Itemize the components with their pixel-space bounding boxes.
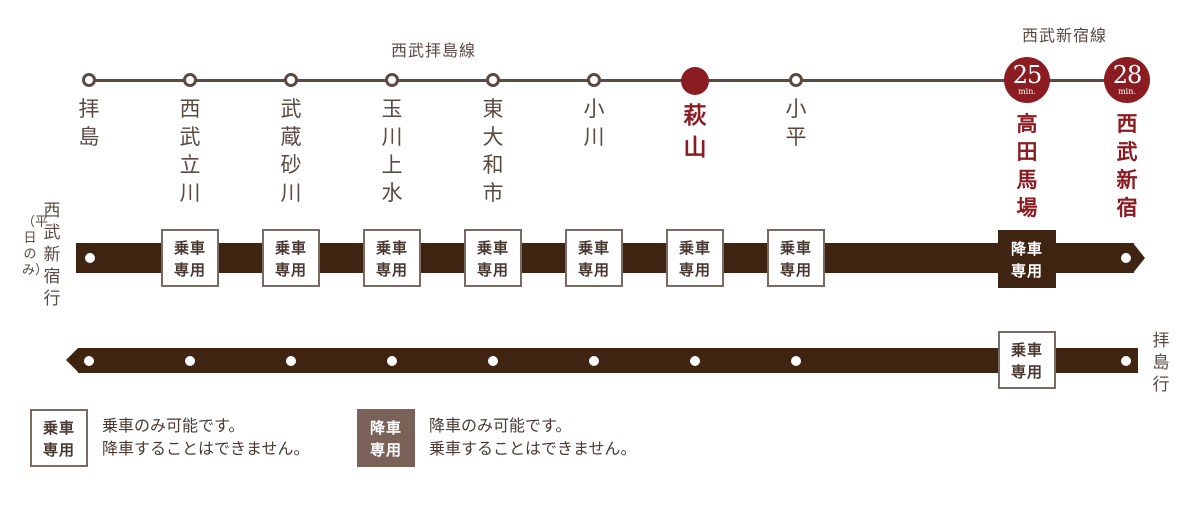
boarding-only-box: 乗車専用	[998, 331, 1056, 389]
boarding-only-box: 乗車専用	[666, 229, 724, 287]
station-marker-hagiyama-current	[681, 67, 709, 95]
station-marker-tamagawajosui	[385, 73, 399, 87]
minutes-unit: min.	[1118, 87, 1136, 96]
destination-badge-takadanobaba: 25 min.	[1004, 57, 1050, 103]
boarding-only-box: 乗車専用	[767, 229, 825, 287]
station-marker-musashi-sunagawa	[284, 73, 298, 87]
station-marker-higashi-yamatoshi	[486, 73, 500, 87]
station-marker-haijima	[82, 73, 96, 87]
stop-dot	[84, 356, 94, 366]
stop-dot	[690, 356, 700, 366]
station-name-seibu-shinjuku: 西武新宿	[1116, 112, 1138, 220]
stop-dot	[589, 356, 599, 366]
stop-dot	[85, 253, 95, 263]
destination-badge-seibu-shinjuku: 28 min.	[1104, 57, 1150, 103]
station-name-takadanobaba: 高田馬場	[1016, 112, 1038, 220]
service-bar-haijima	[78, 348, 1138, 373]
alighting-only-box: 降車専用	[998, 230, 1056, 288]
station-name-hagiyama: 萩山	[683, 103, 707, 161]
row1-direction-label: 西武新宿行	[43, 201, 61, 309]
stop-dot	[286, 356, 296, 366]
station-marker-seibu-tachikawa	[183, 73, 197, 87]
legend-boarding-only-text: 乗車のみ可能です。降車することはできません。	[102, 416, 310, 458]
stop-dot	[185, 356, 195, 366]
boarding-only-box: 乗車専用	[464, 229, 522, 287]
station-name-higashi-yamatoshi: 東大和市	[482, 97, 504, 205]
station-name-tamagawajosui: 玉川上水	[381, 97, 403, 205]
arrow-left-icon	[66, 348, 78, 372]
haijima-line-title: 西武拝島線	[391, 41, 477, 60]
boarding-only-box: 乗車専用	[565, 229, 623, 287]
row1-note: （平日のみ）	[22, 215, 49, 278]
station-name-ogawa: 小川	[583, 97, 605, 149]
stop-dot	[387, 356, 397, 366]
boarding-only-box: 乗車専用	[161, 229, 219, 287]
boarding-only-box: 乗車専用	[262, 229, 320, 287]
travel-minutes: 28	[1112, 61, 1143, 89]
travel-minutes: 25	[1012, 61, 1043, 89]
row2-direction-label: 拝島行	[1152, 331, 1170, 395]
stop-dot	[488, 356, 498, 366]
route-line	[89, 79, 1129, 82]
stop-dot	[1121, 356, 1131, 366]
boarding-only-box: 乗車専用	[363, 229, 421, 287]
legend-alighting-only-badge: 降車専用	[357, 409, 415, 467]
station-name-musashi-sunagawa: 武蔵砂川	[280, 97, 302, 205]
station-marker-ogawa	[587, 73, 601, 87]
station-name-haijima: 拝島	[78, 97, 100, 149]
shinjuku-line-title: 西武新宿線	[1022, 26, 1108, 45]
station-marker-kodaira	[789, 73, 803, 87]
stop-dot	[791, 356, 801, 366]
arrow-right-icon	[1133, 243, 1145, 273]
station-name-seibu-tachikawa: 西武立川	[179, 97, 201, 205]
legend-alighting-only-text: 降車のみ可能です。乗車することはできません。	[429, 416, 637, 458]
legend-boarding-only-badge: 乗車専用	[30, 409, 88, 467]
stop-dot	[1121, 253, 1131, 263]
minutes-unit: min.	[1018, 87, 1036, 96]
station-name-kodaira: 小平	[785, 97, 807, 149]
